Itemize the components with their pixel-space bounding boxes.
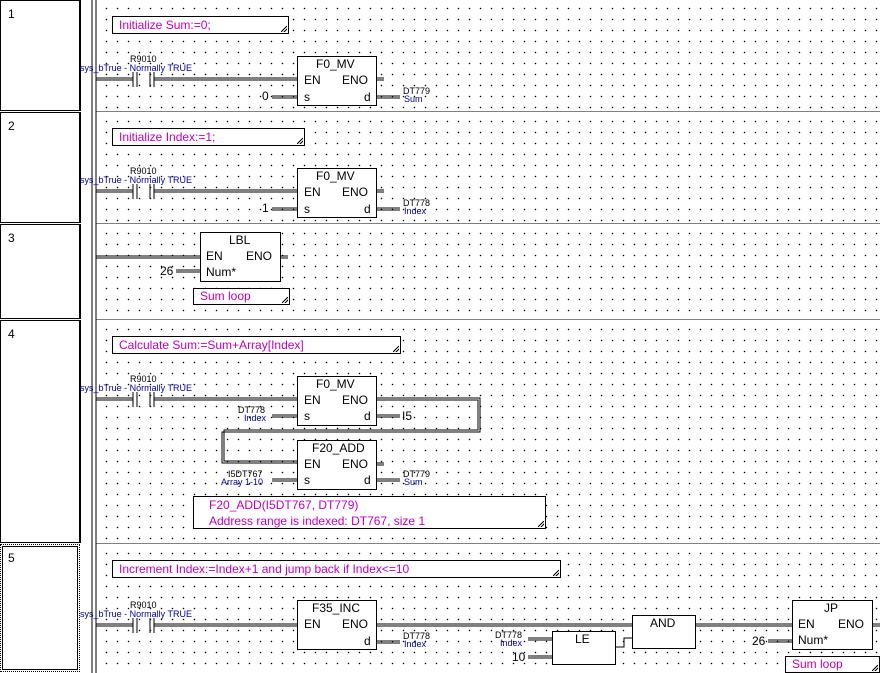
comment-box[interactable]: Calculate Sum:=Sum+Array[Index]	[112, 336, 401, 354]
le-input-variable[interactable]: Index	[500, 638, 523, 648]
network-number-1[interactable]: 1	[0, 0, 81, 111]
network-separator	[96, 223, 880, 224]
network-number-label: 3	[8, 231, 15, 245]
block-name: F0_MV	[316, 377, 355, 391]
contact-address: R9010	[130, 54, 157, 64]
network-number-label: 2	[8, 119, 15, 133]
input-variable[interactable]: Array 1-10	[221, 477, 264, 487]
input-constant[interactable]: 1	[262, 201, 269, 215]
en-pin: EN	[304, 185, 321, 199]
en-pin: EN	[304, 617, 321, 631]
le-input-constant[interactable]: 10	[512, 650, 526, 664]
output-pin: d	[364, 90, 371, 104]
function-block-f0-mv[interactable]: F0_MV EN ENO s d	[297, 56, 377, 106]
network-number-2[interactable]: 2	[0, 112, 81, 223]
input-pin: s	[304, 202, 310, 216]
comment-box[interactable]: Initialize Index:=1;	[112, 128, 305, 146]
block-name: AND	[650, 616, 676, 630]
contact-label: sys_bTrue - Normally TRUE	[80, 609, 193, 619]
function-block-le[interactable]: LE	[552, 631, 616, 665]
output-pin: d	[364, 409, 371, 423]
input-pin: s	[304, 90, 310, 104]
function-block-lbl[interactable]: LBL EN ENO Num*	[200, 232, 281, 282]
function-block-f20-add[interactable]: F20_ADD EN ENO s d	[297, 440, 377, 490]
network-number-5[interactable]: 5	[0, 544, 80, 672]
block-name: F0_MV	[316, 57, 355, 71]
le-input-address: DT778	[495, 630, 523, 640]
network-separator	[96, 319, 880, 320]
comment-box[interactable]: Increment Index:=Index+1 and jump back i…	[112, 560, 561, 578]
function-block-f0-mv[interactable]: F0_MV EN ENO s d	[297, 168, 377, 218]
eno-pin: ENO	[342, 73, 369, 87]
function-block-and[interactable]: AND	[632, 615, 696, 649]
output-variable[interactable]: Sum	[404, 477, 423, 487]
block-name: F35_INC	[312, 601, 361, 615]
contact-label: sys_bTrue - Normally TRUE	[80, 383, 193, 393]
network-number-label: 5	[8, 551, 15, 565]
network-number-3[interactable]: 3	[0, 224, 81, 319]
input-variable[interactable]: Index	[244, 413, 267, 423]
eno-pin: ENO	[342, 457, 369, 471]
output-pin: d	[364, 634, 371, 648]
note-line: F20_ADD(I5DT767, DT779)	[209, 498, 359, 512]
eno-pin: ENO	[838, 617, 865, 631]
note-line: Address range is indexed: DT767, size 1	[209, 514, 426, 528]
input-constant[interactable]: 0	[262, 89, 269, 103]
comment-box[interactable]: Initialize Sum:=0;	[112, 16, 289, 34]
eno-pin: ENO	[342, 185, 369, 199]
network-number-label: 1	[8, 7, 15, 21]
en-pin: EN	[304, 457, 321, 471]
output-variable[interactable]: Sum	[404, 94, 423, 104]
block-name: LBL	[229, 233, 251, 247]
contact-address: R9010	[130, 600, 157, 610]
input-pin: Num*	[206, 265, 237, 279]
contact-address: R9010	[130, 166, 157, 176]
function-block-jp[interactable]: JP EN ENO Num*	[792, 600, 873, 650]
en-pin: EN	[206, 249, 223, 263]
en-pin: EN	[798, 617, 815, 631]
eno-pin: ENO	[246, 249, 273, 263]
output-variable[interactable]: Index	[404, 639, 427, 649]
label-number[interactable]: 26	[160, 264, 174, 278]
input-address: I5DT767	[228, 469, 263, 479]
output-address: DT779	[403, 86, 431, 96]
contact-label: sys_bTrue - Normally TRUE	[80, 175, 193, 185]
network-number-4[interactable]: 4	[0, 320, 81, 543]
contact-address: R9010	[130, 374, 157, 384]
block-name: F0_MV	[316, 169, 355, 183]
output-pin: d	[364, 202, 371, 216]
jump-label-number[interactable]: 26	[752, 634, 766, 648]
input-pin: s	[304, 409, 310, 423]
note-box[interactable]: F20_ADD(I5DT767, DT779) Address range is …	[193, 496, 546, 529]
network-separator	[96, 543, 880, 544]
output-pin: d	[364, 473, 371, 487]
block-name: LE	[575, 632, 590, 646]
function-block-f35-inc[interactable]: F35_INC EN ENO d	[297, 600, 377, 650]
en-pin: EN	[304, 73, 321, 87]
output-variable[interactable]: Index	[404, 206, 427, 216]
eno-pin: ENO	[342, 617, 369, 631]
network-separator	[96, 111, 880, 112]
en-pin: EN	[304, 393, 321, 407]
eno-pin: ENO	[342, 393, 369, 407]
network-number-label: 4	[8, 327, 15, 341]
block-name: F20_ADD	[312, 441, 365, 455]
output-address: DT778	[403, 198, 431, 208]
function-block-f0-mv[interactable]: F0_MV EN ENO s d	[297, 376, 377, 426]
block-name: JP	[824, 601, 839, 615]
output-address: DT778	[403, 631, 431, 641]
input-pin: s	[304, 473, 310, 487]
input-address: DT778	[238, 405, 266, 415]
input-pin: Num*	[798, 633, 829, 647]
output-index-register[interactable]: I5	[402, 409, 413, 423]
contact-label: sys_bTrue - Normally TRUE	[80, 63, 193, 73]
label-comment[interactable]: Sum loop	[193, 288, 290, 305]
jump-comment[interactable]: Sum loop	[785, 656, 880, 673]
output-address: DT779	[403, 469, 431, 479]
